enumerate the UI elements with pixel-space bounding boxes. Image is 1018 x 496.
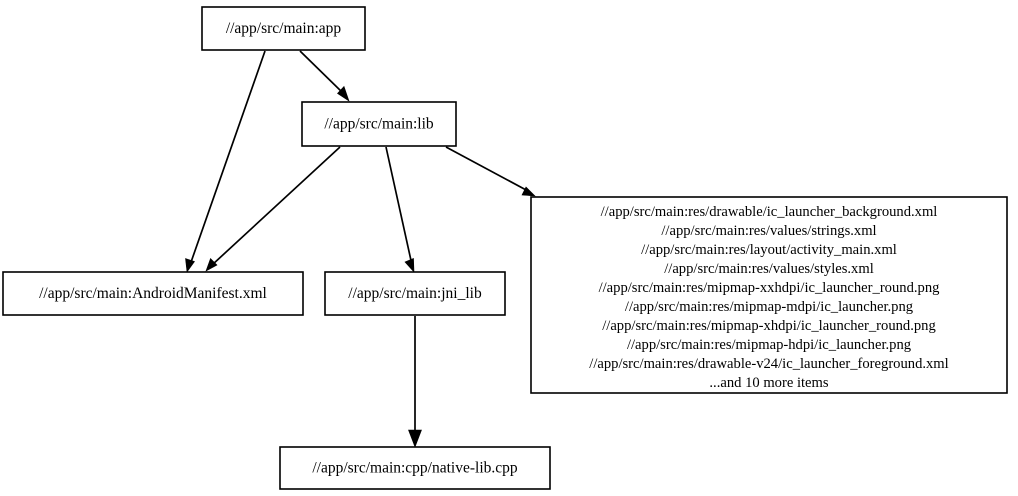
edge-group: [185, 50, 536, 448]
node-resources[interactable]: //app/src/main:res/drawable/ic_launcher_…: [530, 196, 1008, 394]
edge-app-to-manifest-line: [189, 50, 266, 266]
edge-lib-to-resources-line: [445, 146, 529, 192]
edge-app-to-lib-line: [299, 50, 346, 96]
node-resources-line-8: //app/src/main:res/mipmap-hdpi/ic_launch…: [627, 337, 912, 353]
edge-lib-to-jni-lib-arrowhead: [404, 258, 415, 273]
node-jni-lib-box[interactable]: [324, 271, 506, 316]
node-resources-line-10: ...and 10 more items: [709, 375, 828, 391]
node-app[interactable]: //app/src/main:app: [201, 6, 366, 51]
node-resources-line-4: //app/src/main:res/values/styles.xml: [664, 261, 874, 277]
edge-lib-to-manifest-arrowhead: [205, 257, 218, 272]
node-resources-line-1: //app/src/main:res/drawable/ic_launcher_…: [601, 204, 938, 220]
node-resources-box[interactable]: [530, 196, 1008, 394]
node-native-lib-label: //app/src/main:cpp/native-lib.cpp: [312, 460, 518, 477]
edge-app-to-lib: [299, 50, 350, 102]
node-app-box[interactable]: [201, 6, 366, 51]
node-manifest-label: //app/src/main:AndroidManifest.xml: [39, 285, 267, 302]
edge-jni-lib-to-native-lib: [408, 316, 422, 448]
node-native-lib-box[interactable]: [279, 446, 551, 490]
edge-lib-to-jni-lib-line: [385, 146, 413, 266]
node-lib-label: //app/src/main:lib: [324, 116, 434, 133]
edge-jni-lib-to-native-lib-arrowhead: [408, 429, 422, 448]
node-group: //app/src/main:app //app/src/main:lib //…: [2, 6, 1008, 490]
node-lib-box[interactable]: [301, 101, 457, 147]
edge-lib-to-resources: [445, 146, 536, 197]
edge-lib-to-resources-arrowhead: [521, 186, 536, 197]
edge-lib-to-jni-lib: [385, 146, 415, 273]
node-app-label: //app/src/main:app: [226, 20, 342, 37]
node-resources-line-6: //app/src/main:res/mipmap-mdpi/ic_launch…: [625, 299, 914, 315]
edge-app-to-manifest: [185, 50, 266, 273]
edge-lib-to-manifest-line: [211, 146, 341, 266]
node-manifest-box[interactable]: [2, 271, 304, 316]
node-native-lib[interactable]: //app/src/main:cpp/native-lib.cpp: [279, 446, 551, 490]
edge-app-to-lib-arrowhead: [337, 85, 350, 102]
edge-app-to-manifest-arrowhead: [185, 258, 195, 273]
edge-lib-to-manifest: [205, 146, 341, 272]
node-jni-lib-label: //app/src/main:jni_lib: [348, 285, 482, 302]
node-resources-line-7: //app/src/main:res/mipmap-xhdpi/ic_launc…: [602, 318, 936, 334]
node-resources-line-3: //app/src/main:res/layout/activity_main.…: [641, 242, 897, 258]
node-lib[interactable]: //app/src/main:lib: [301, 101, 457, 147]
node-manifest[interactable]: //app/src/main:AndroidManifest.xml: [2, 271, 304, 316]
node-jni-lib[interactable]: //app/src/main:jni_lib: [324, 271, 506, 316]
node-resources-line-9: //app/src/main:res/drawable-v24/ic_launc…: [589, 356, 948, 372]
node-resources-line-5: //app/src/main:res/mipmap-xxhdpi/ic_laun…: [599, 280, 941, 296]
node-resources-line-2: //app/src/main:res/values/strings.xml: [661, 223, 876, 239]
